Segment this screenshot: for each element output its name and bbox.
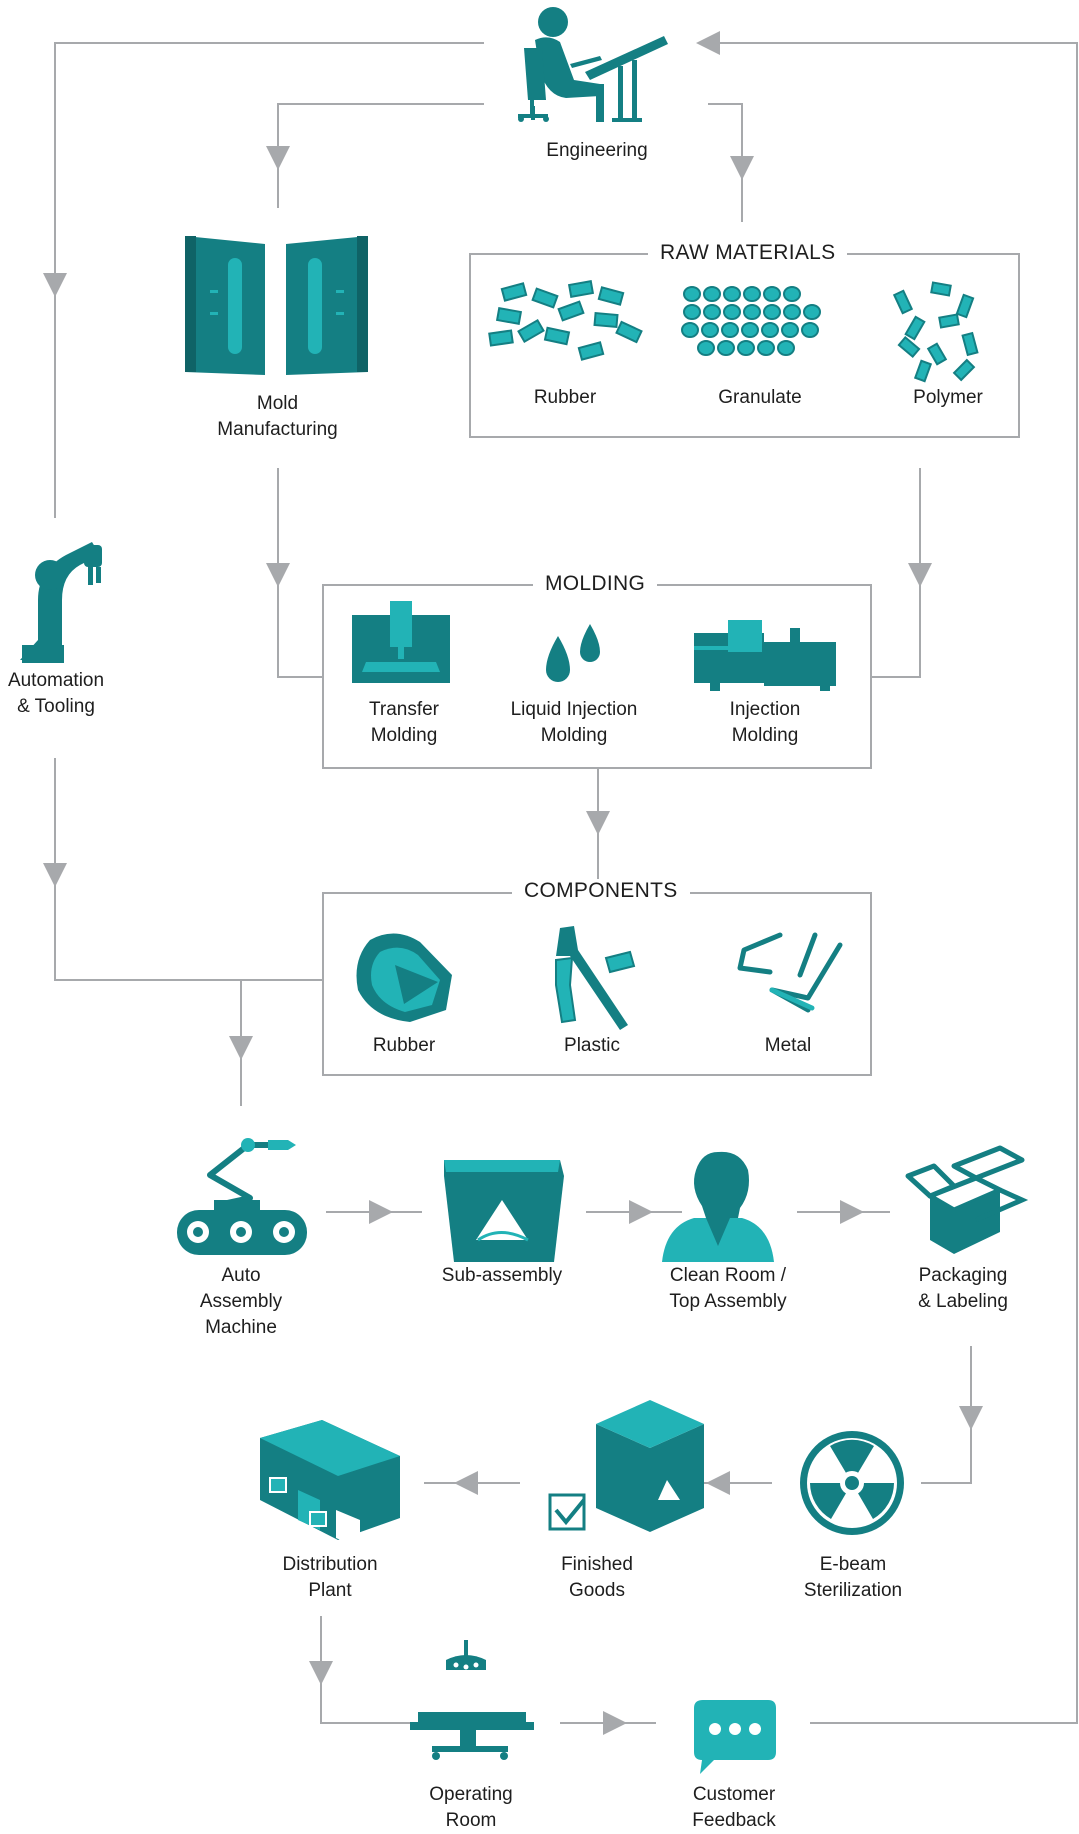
molding-transfer: Transfer Molding <box>368 699 440 746</box>
chat-bubble-icon <box>694 1700 776 1774</box>
engineer-at-drafting-table-icon <box>518 7 668 122</box>
polymer-pieces-icon <box>892 281 979 383</box>
surgical-light-icon <box>446 1640 486 1670</box>
finished-goods-box-icon <box>548 1400 704 1532</box>
open-box-icon <box>905 1145 1029 1254</box>
components-title: COMPONENTS <box>512 879 690 903</box>
granulate-beads-icon <box>681 286 821 356</box>
radiation-icon <box>800 1431 904 1535</box>
molding-title: MOLDING <box>533 572 658 596</box>
label-distribution: Distribution Plant <box>282 1554 378 1601</box>
rubber-pieces-icon <box>488 280 643 361</box>
rubber-part-icon <box>356 933 452 1022</box>
label-automation-tooling: Automation & Tooling <box>7 670 105 717</box>
raw-materials-title: RAW MATERIALS <box>648 241 848 265</box>
label-engineering: Engineering <box>546 140 648 161</box>
label-operating-room: Operating Room <box>429 1784 513 1831</box>
component-rubber: Rubber <box>372 1035 436 1056</box>
factory-building-icon <box>260 1420 400 1548</box>
raw-material-granulate: Granulate <box>718 387 802 408</box>
transfer-press-icon <box>352 601 450 683</box>
robot-arm-icon <box>20 542 102 663</box>
plastic-part-icon <box>555 926 636 1030</box>
assembly-robot-conveyor-icon <box>177 1138 307 1255</box>
connector-lines <box>43 31 1078 1735</box>
raw-material-rubber: Rubber <box>533 387 597 408</box>
sub-assembly-tray-icon <box>444 1160 564 1262</box>
mold-halves-icon <box>185 236 368 375</box>
molding-liquid-injection: Liquid Injection Molding <box>510 699 638 746</box>
raw-material-polymer: Polymer <box>913 387 983 408</box>
clean-room-worker-icon <box>662 1151 774 1262</box>
label-ebeam: E-beam Sterilization <box>803 1554 903 1601</box>
label-mold-manufacturing: Mold Manufacturing <box>217 393 338 440</box>
metal-part-icon <box>737 932 843 1013</box>
label-clean-room: Clean Room / Top Assembly <box>669 1265 787 1312</box>
liquid-drops-icon <box>546 624 600 682</box>
component-plastic: Plastic <box>564 1035 620 1056</box>
label-packaging: Packaging & Labeling <box>918 1265 1008 1312</box>
molding-injection: Injection Molding <box>729 699 801 746</box>
label-finished-goods: Finished Goods <box>561 1554 633 1601</box>
injection-machine-icon <box>694 620 836 691</box>
operating-table-icon <box>410 1712 534 1760</box>
component-metal: Metal <box>764 1035 812 1056</box>
label-customer-feedback: Customer Feedback <box>692 1784 776 1831</box>
label-auto-assembly: Auto Assembly Machine <box>199 1265 283 1338</box>
label-sub-assembly: Sub-assembly <box>441 1265 563 1286</box>
